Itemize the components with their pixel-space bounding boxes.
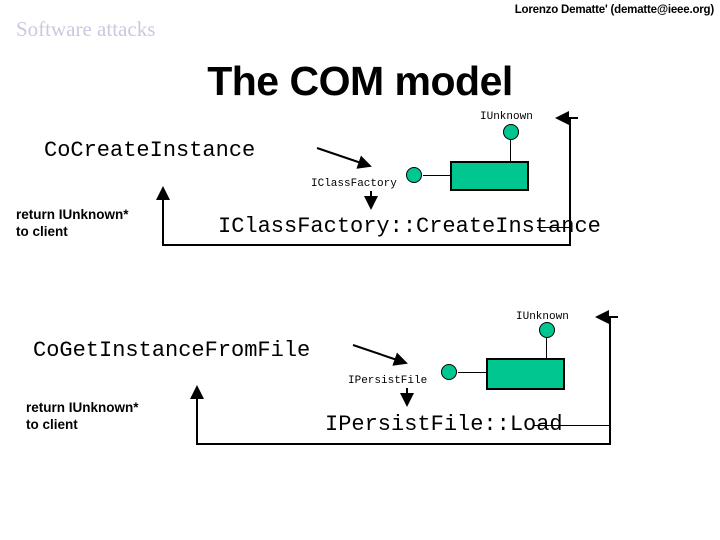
slide-title: The COM model bbox=[207, 58, 513, 104]
lollipop-circle-iunknown-1 bbox=[503, 124, 519, 140]
lollipop-circle-ipersistfile-2 bbox=[441, 364, 457, 380]
method-to-return-connector-1 bbox=[537, 227, 570, 228]
lollipop-stem-iunknown-1 bbox=[510, 139, 511, 162]
return-note-2-line1: return IUnknown* bbox=[26, 400, 139, 415]
lollipop-stem-iunknown-2 bbox=[546, 337, 547, 359]
lollipop-circle-iclassfactory-1 bbox=[406, 167, 422, 183]
lollipop-stem-iclassfactory-1 bbox=[423, 175, 451, 176]
method-to-return-connector-2 bbox=[533, 425, 610, 426]
interface-label-ipersistfile: IPersistFile bbox=[348, 375, 428, 387]
iunknown-label-top-2: IUnknown bbox=[516, 311, 569, 323]
api-call-cocreateinstance: CoCreateInstance bbox=[44, 138, 256, 163]
author-contact: Lorenzo Dematte' (dematte@ieee.org) bbox=[514, 4, 714, 16]
arrow-api-to-interface-2 bbox=[352, 344, 408, 366]
interface-label-iclassfactory: IClassFactory bbox=[311, 178, 397, 190]
return-note-2: return IUnknown* to client bbox=[26, 399, 139, 433]
deck-title: Software attacks bbox=[16, 17, 156, 41]
arrow-api-to-interface-1 bbox=[316, 147, 372, 169]
api-call-cogetinstancefromfile: CoGetInstanceFromFile bbox=[33, 338, 311, 363]
lollipop-circle-iunknown-2 bbox=[539, 322, 555, 338]
iunknown-label-top-1: IUnknown bbox=[480, 111, 533, 123]
component-box-1 bbox=[450, 161, 529, 191]
return-note-1-line1: return IUnknown* bbox=[16, 207, 129, 222]
return-note-2-line2: to client bbox=[26, 417, 78, 432]
return-note-1: return IUnknown* to client bbox=[16, 206, 129, 240]
method-call-ipersistfile-load: IPersistFile::Load bbox=[325, 412, 563, 437]
return-note-1-line2: to client bbox=[16, 224, 68, 239]
lollipop-stem-ipersistfile-2 bbox=[458, 372, 487, 373]
component-box-2 bbox=[486, 358, 565, 390]
